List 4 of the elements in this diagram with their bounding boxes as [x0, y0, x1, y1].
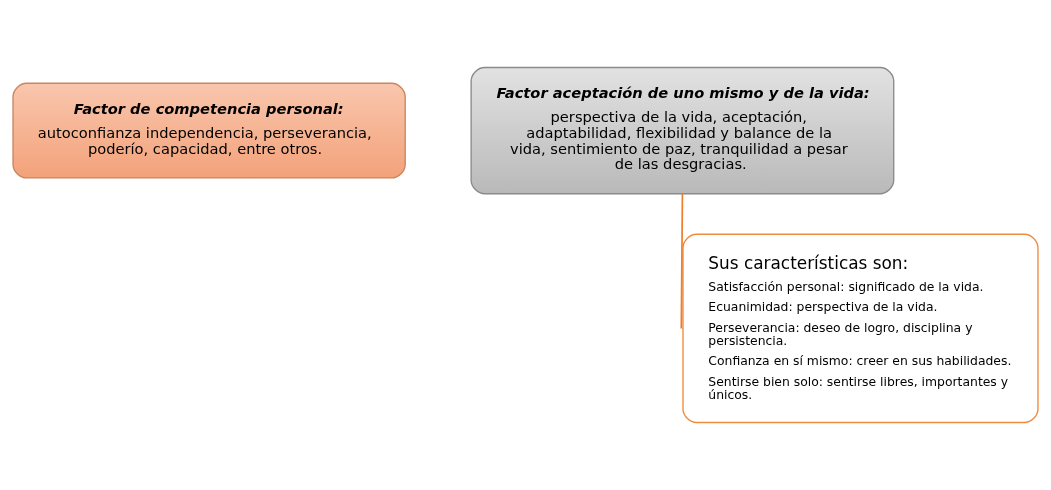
node-box: Sus características son: Satisfacción personal: significado de la vida. Ecuanimidad: perspectiva de la vida. Perseverancia: deseo de logro, disciplina y persistencia. Confianza en sí mismo: creer en sus habilidades. Sentirse bien solo: sentirse libres, importantes y únicos. — [682, 233, 1039, 424]
node-box: Factor de competencia personal: autoconfianza independencia, perseverancia, poderío, capacidad, entre otros. — [12, 82, 406, 179]
connector — [680, 192, 684, 330]
node-box: Factor aceptación de uno mismo y de la vida: perspectiva de la vida, aceptación, adaptabilidad, flexibilidad y balance de la vida, sentimiento de paz, tranquilidad a pesar de las desgracias. — [470, 66, 895, 195]
